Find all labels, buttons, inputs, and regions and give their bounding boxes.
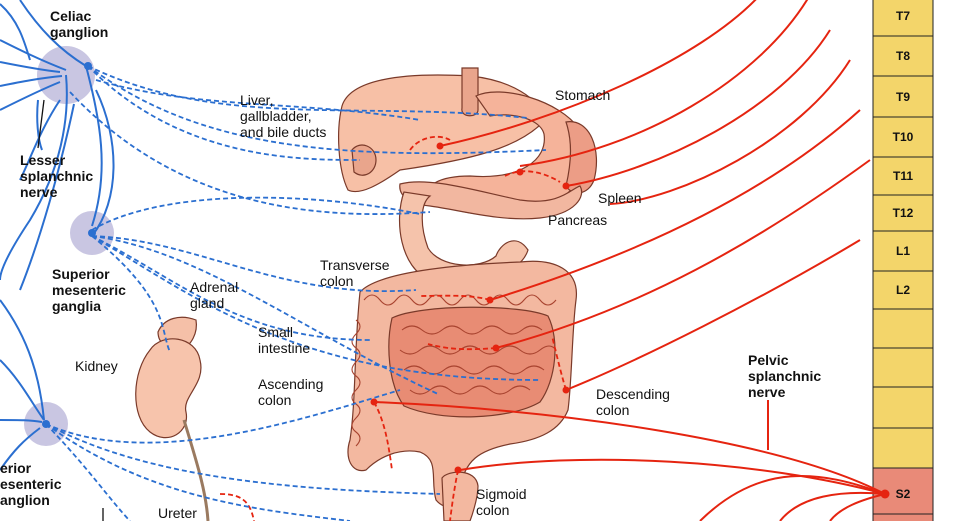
label-line: Superior [52,266,110,282]
spine-segment-t10: T10 [892,130,914,144]
small-intestine-shape [388,306,556,418]
spinal-cord [872,0,934,521]
label-line: colon [258,392,292,408]
spine-segment-t8: T8 [895,49,910,63]
label-line: anglion [0,492,50,508]
label-line: Ascending [258,376,324,392]
sigmoid-colon-label: Sigmoid colon [476,486,527,518]
spine-segment-t9: T9 [895,90,910,104]
parasympathetic-ganglia [370,142,890,499]
sympathetic-postganglionic [45,65,547,521]
label-line: and bile ducts [240,124,327,140]
label-line: intestine [258,340,311,356]
lesser-splanchnic-label: Lesser splanchnic nerve [20,152,93,200]
sympathetic-dots [42,62,96,428]
label-line: colon [476,502,510,518]
pancreas-shape [399,181,583,220]
label-line: Pelvic [748,352,789,368]
spleen-label: Spleen [598,190,642,206]
small-intestine-label: Small intestine [258,324,310,356]
label-line: Sigmoid [476,486,527,502]
parasympathetic-postganglionic [219,135,567,521]
label-line: gallbladder, [240,108,312,124]
adrenal-gland-label: Adrenal gland [190,279,238,311]
label-line: colon [596,402,630,418]
label-line: gland [190,295,225,311]
label-line: Celiac [50,8,92,24]
label-line: colon [320,273,354,289]
celiac-ganglion-label: Celiac ganglion [50,8,108,40]
intestine-coils [351,294,557,447]
label-line: ganglion [50,24,109,40]
parasympathetic-fibers [373,0,886,521]
label-line: esenteric [0,476,62,492]
stomach-label: Stomach [555,87,611,103]
label-line: splanchnic [20,168,94,184]
label-line: Small [258,324,294,340]
kidney-shape [135,338,202,439]
label-line: nerve [20,184,58,200]
ascending-colon-label: Ascending colon [258,376,323,408]
label-line: nerve [748,384,786,400]
sympathetic-preganglionic [0,0,115,471]
lesser-splanchnic-leader [37,99,45,149]
spine-segment-l2: L2 [895,283,910,297]
descending-colon-label: Descending colon [596,386,670,418]
spine-segment-t11: T11 [892,169,913,183]
label-line: ganglia [52,298,102,314]
inferior-mesenteric-label: erior esenteric anglion [0,460,61,508]
label-line: Transverse [320,257,390,273]
spine-segment-t7: T7 [895,9,910,23]
label-line: mesenteric [52,282,126,298]
pancreas-label: Pancreas [548,212,608,228]
kidney-label: Kidney [75,358,118,374]
liver-label: Liver, gallbladder, and bile ducts [240,92,326,140]
label-line: erior [0,460,32,476]
spine-segment-t12: T12 [892,206,914,220]
label-line: splanchnic [748,368,822,384]
label-line: Adrenal [190,279,239,295]
label-line: Descending [596,386,670,402]
spine-segment-l1: L1 [895,244,910,258]
superior-mesenteric-label: Superior mesenteric ganglia [52,266,126,314]
ureter-label: Ureter [158,505,197,521]
pelvic-splanchnic-label: Pelvic splanchnic nerve [748,352,821,400]
transverse-colon-label: Transverse colon [320,257,390,289]
spine-segment-s2: S2 [895,487,911,501]
label-line: Liver, [240,92,274,108]
label-line: Lesser [20,152,66,168]
